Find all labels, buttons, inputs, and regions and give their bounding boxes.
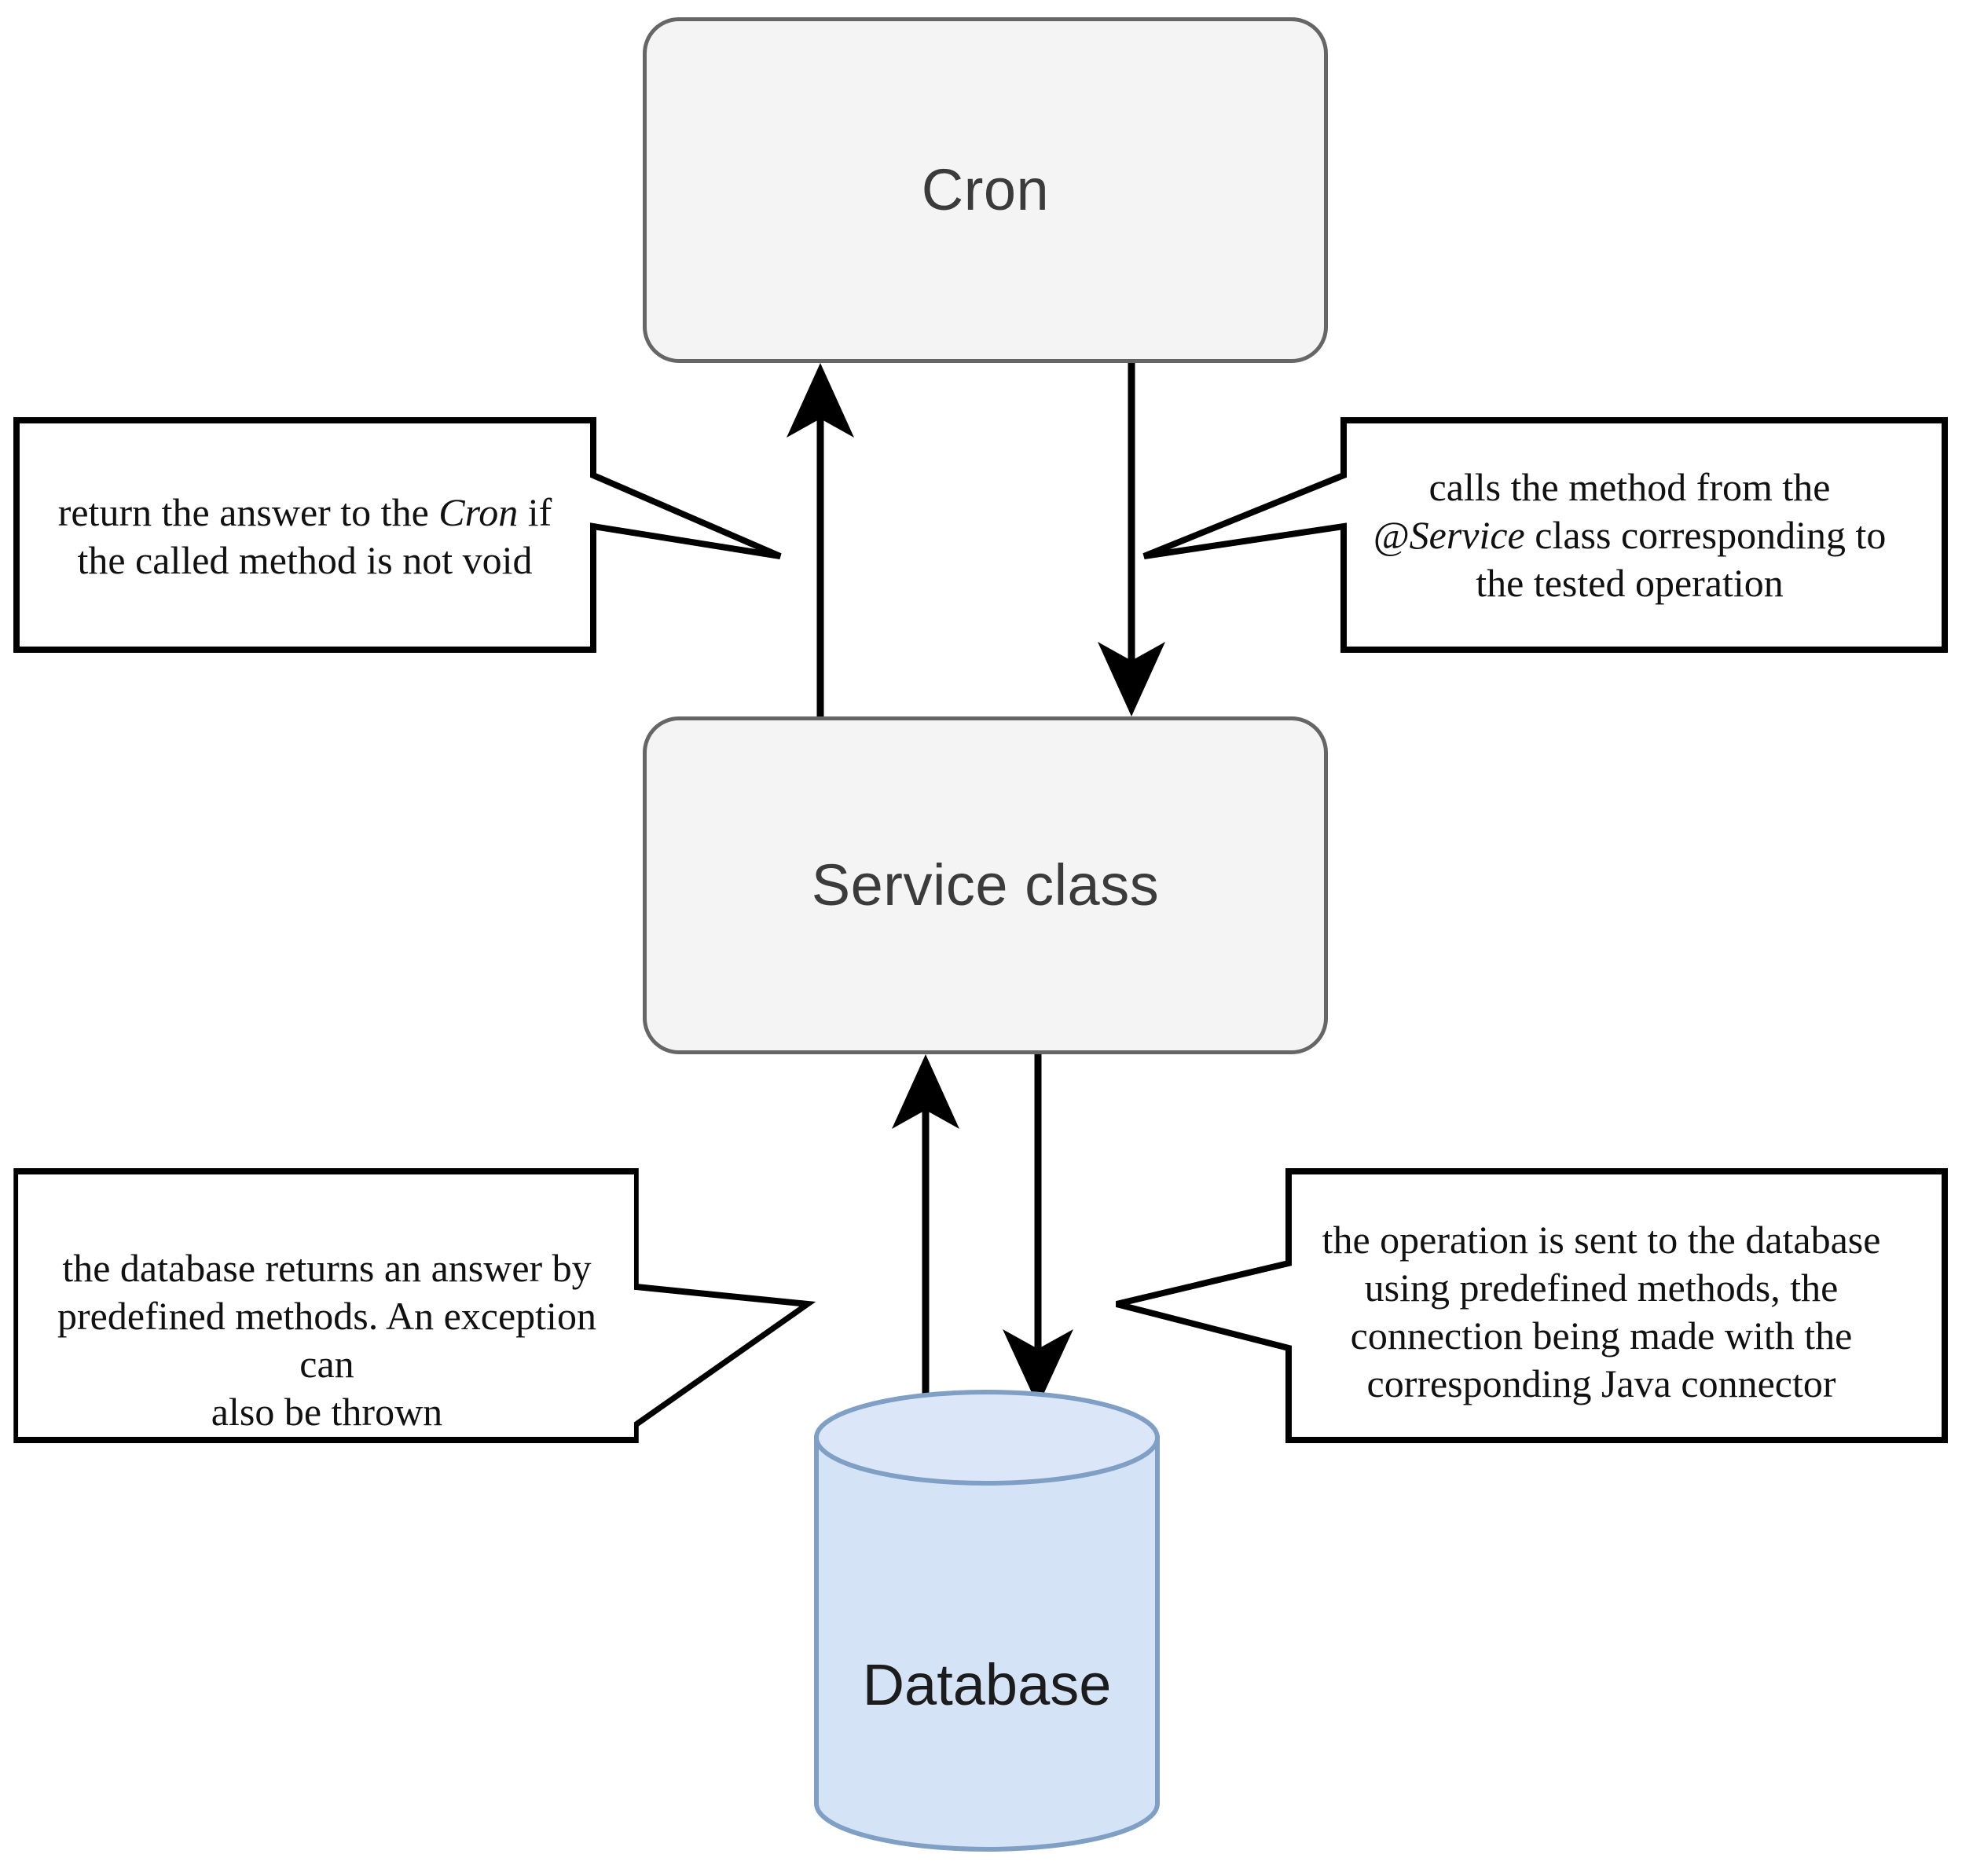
node-service-class[interactable]: Service class — [643, 716, 1328, 1054]
callout-return-to-cron-shape — [13, 417, 782, 653]
callout-line-1: the database returns an answer by — [62, 1246, 592, 1290]
callout-calls-service-method-shape — [1142, 417, 1948, 653]
callout-line-2-tail: class corresponding to — [1524, 513, 1887, 557]
callout-line-1: calls the method from the — [1428, 465, 1831, 509]
callout-database-returns-text: the database returns an answer by predef… — [28, 1244, 625, 1436]
callout-line-3: the tested operation — [1476, 561, 1784, 605]
callout-emphasis-cron: Cron — [438, 490, 519, 534]
callout-line-3: also be thrown — [211, 1390, 443, 1434]
node-cron-label: Cron — [921, 157, 1050, 222]
callout-line-4: corresponding Java connector — [1366, 1361, 1836, 1405]
callout-operation-sent-text: the operation is sent to the database us… — [1303, 1216, 1900, 1408]
node-database-label: Database — [862, 1652, 1112, 1717]
callout-database-returns-shape — [13, 1168, 816, 1443]
callout-line-1-tail: if — [518, 490, 552, 534]
callout-calls-service-method: calls the method from the @Service class… — [1142, 417, 1948, 654]
arrow-service-to-database — [1003, 1054, 1073, 1406]
callout-line-1: the operation is sent to the database — [1322, 1218, 1881, 1262]
callout-database-returns: the database returns an answer by predef… — [13, 1168, 816, 1444]
node-service-class-label: Service class — [811, 852, 1160, 918]
callout-return-to-cron-text: return the answer to the Cron if the cal… — [46, 489, 564, 584]
node-database[interactable]: Database — [813, 1389, 1161, 1852]
arrow-database-to-service — [892, 1054, 959, 1422]
callout-operation-sent-shape — [1116, 1168, 1948, 1443]
callout-line-1: return the answer to the — [57, 490, 439, 534]
callout-line-2: predefined methods. An exception can — [57, 1294, 596, 1386]
callout-emphasis-service-annotation: @Service — [1373, 513, 1525, 557]
arrow-cron-to-service — [1098, 363, 1165, 716]
callout-line-2: the called method is not void — [77, 538, 533, 582]
callout-operation-sent: the operation is sent to the database us… — [1114, 1168, 1948, 1444]
database-cylinder-icon — [814, 1390, 1160, 1852]
node-cron[interactable]: Cron — [643, 17, 1328, 363]
callout-calls-service-method-text: calls the method from the @Service class… — [1370, 464, 1889, 607]
callout-return-to-cron: return the answer to the Cron if the cal… — [13, 417, 800, 654]
callout-line-2: using predefined methods, the — [1364, 1266, 1839, 1310]
callout-line-3: connection being made with the — [1350, 1314, 1853, 1358]
